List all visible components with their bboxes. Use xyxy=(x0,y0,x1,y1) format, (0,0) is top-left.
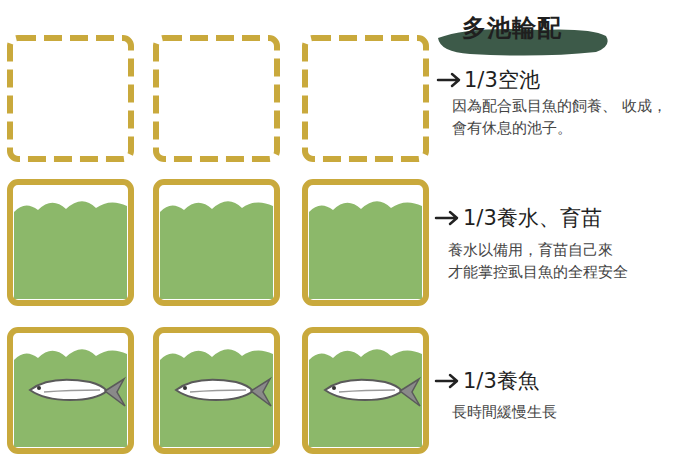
row-note: 養水以備用，育苗自己來 才能掌控虱目魚的全程安全 xyxy=(448,240,673,284)
row-heading: 1/3養魚 xyxy=(463,367,539,395)
water-pond xyxy=(156,182,277,303)
fish-pond xyxy=(305,330,426,451)
pointer-arrow xyxy=(438,74,459,86)
row-heading: 1/3養水、育苗 xyxy=(463,204,602,232)
empty-pond xyxy=(10,38,131,159)
row-note: 因為配合虱目魚的飼養、 收成，會有休息的池子。 xyxy=(452,96,667,140)
fish-pond xyxy=(156,330,277,451)
fish-pond xyxy=(10,330,131,451)
water-pond xyxy=(305,182,426,303)
pointer-arrow xyxy=(436,212,457,224)
title: 多池輪配 xyxy=(462,12,562,44)
row-note: 長時間緩慢生長 xyxy=(452,402,667,424)
empty-pond xyxy=(156,38,277,159)
pointer-arrow xyxy=(436,375,457,387)
water-pond xyxy=(10,182,131,303)
empty-pond xyxy=(305,38,426,159)
row-heading: 1/3空池 xyxy=(464,66,540,94)
